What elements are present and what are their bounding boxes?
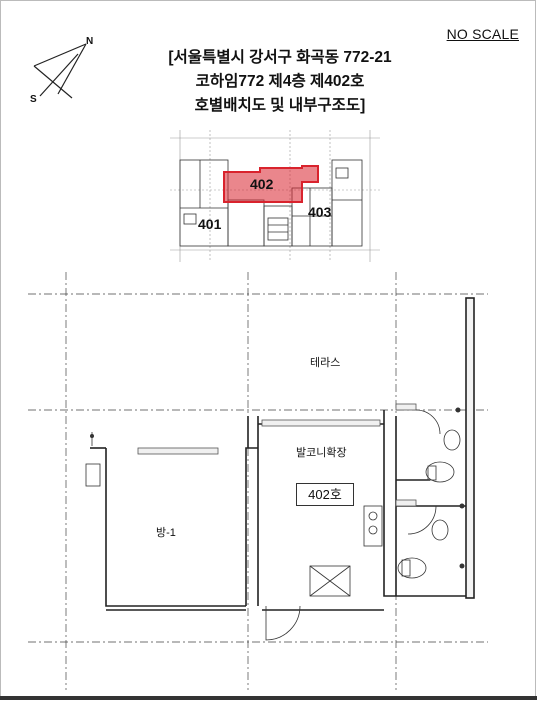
unit-402-box: 402호: [296, 483, 354, 506]
drawing-title: [서울특별시 강서구 화곡동 772-21 코하임772 제4층 제402호 호…: [150, 46, 410, 118]
unit-402-highlight: [223, 165, 319, 203]
unit-403-label: 403: [308, 204, 332, 220]
title-line-3: 호별배치도 및 내부구조도]: [194, 97, 366, 114]
unit-401-label: 401: [198, 216, 222, 232]
compass-south: S: [30, 94, 37, 105]
key-plan: 402 401 403: [170, 130, 380, 262]
no-scale-label: NO SCALE: [446, 26, 519, 42]
room-1-label: 방-1: [156, 527, 176, 539]
compass-icon: N S: [28, 36, 108, 110]
bottom-border: [0, 696, 537, 700]
title-line-2: 코하임772 제4층 제402호: [195, 73, 365, 90]
terrace-label: 테라스: [310, 357, 341, 369]
title-line-1: [서울특별시 강서구 화곡동 772-21: [168, 49, 392, 66]
balcony-label: 발코니확장: [296, 447, 347, 459]
key-plan-drawing: [170, 130, 380, 262]
compass-north: N: [86, 36, 94, 47]
unit-402-label: 402: [250, 176, 274, 192]
